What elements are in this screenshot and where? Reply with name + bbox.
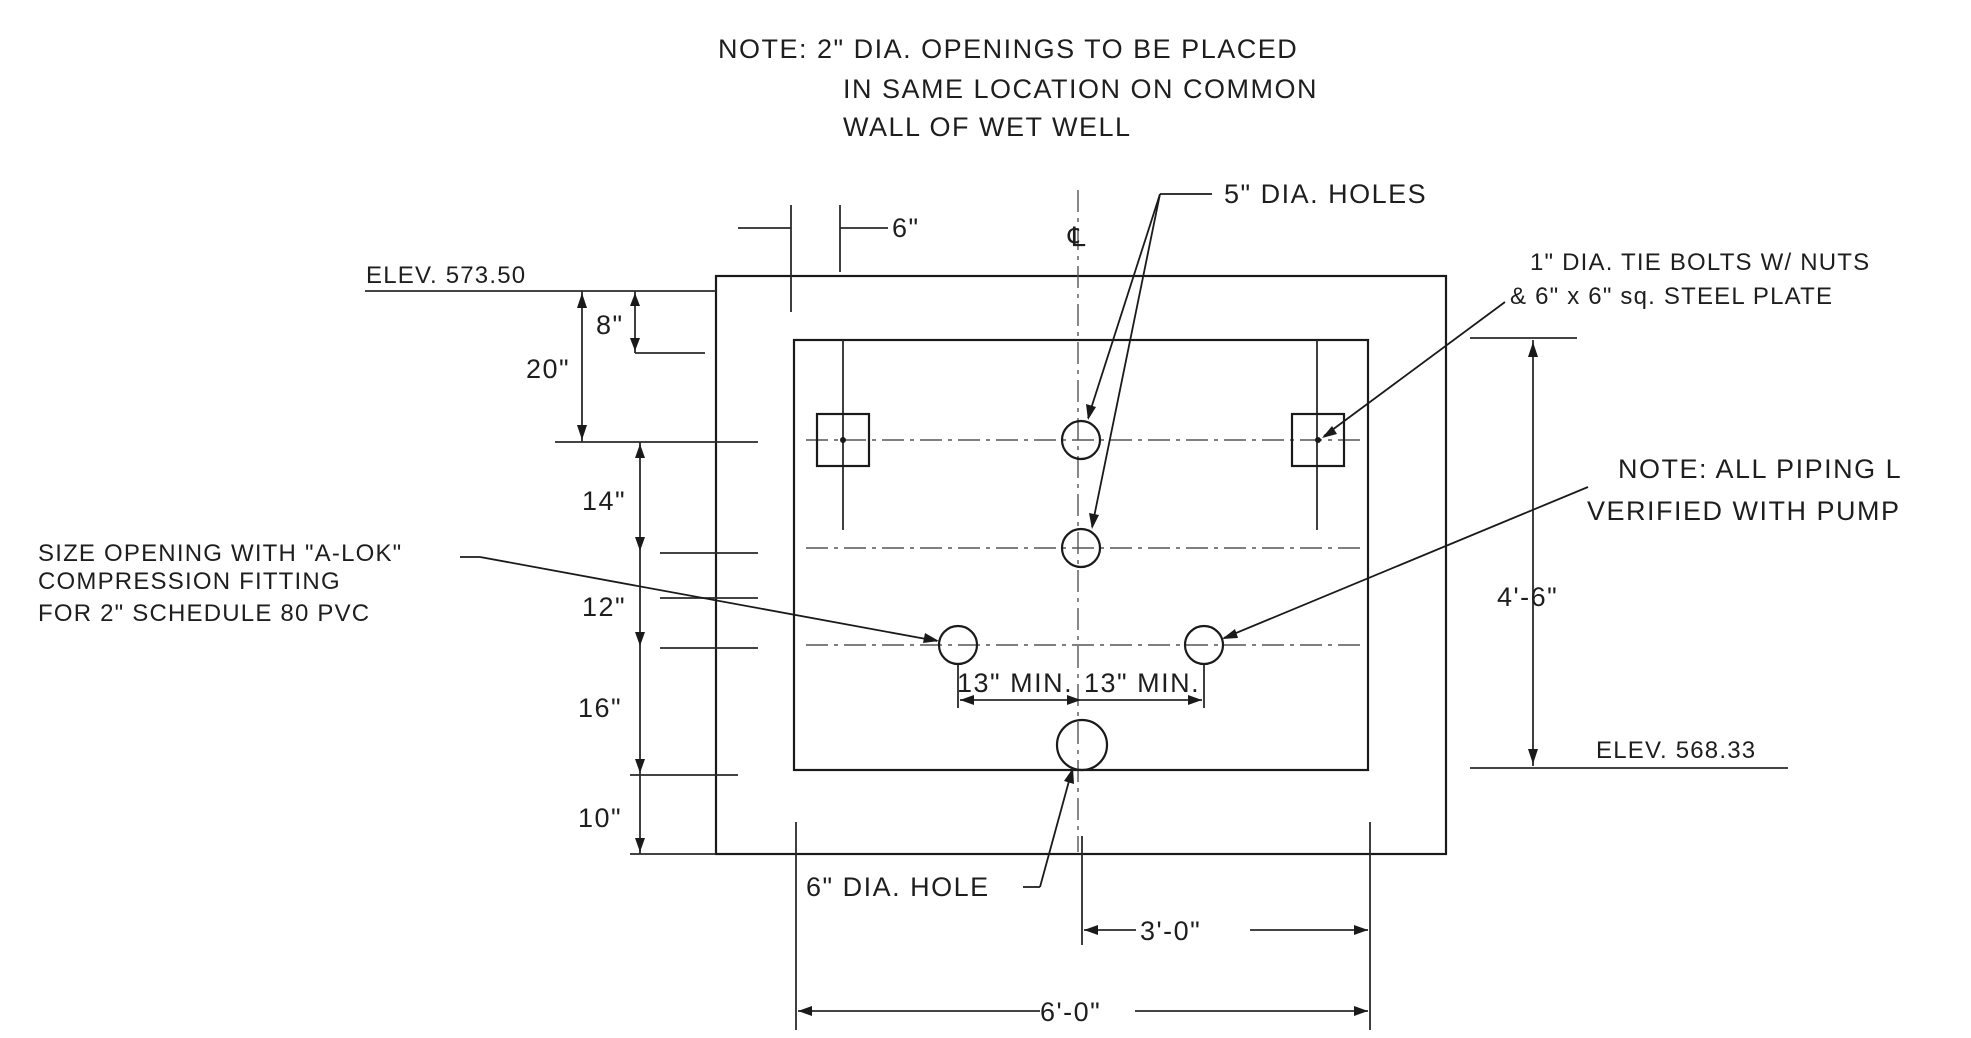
upper-5in-hole bbox=[1060, 419, 1102, 461]
top-elevation-marker: ELEV. 573.50 bbox=[365, 262, 716, 292]
inner-opening-outline bbox=[792, 338, 1370, 772]
holes-5in-callout: 5" DIA. HOLES bbox=[1086, 179, 1427, 529]
bottom-6in-hole bbox=[1055, 718, 1109, 772]
bottom-elevation-label: ELEV. 568.33 bbox=[1596, 737, 1756, 764]
size-opening-callout: SIZE OPENING WITH "A-LOK" COMPRESSION FI… bbox=[38, 540, 939, 643]
dim-12in-label: 12" bbox=[582, 592, 626, 622]
left-tie-bolt bbox=[840, 437, 846, 443]
wall-thickness-label: 6" bbox=[892, 213, 920, 243]
top-note: NOTE: 2" DIA. OPENINGS TO BE PLACED IN S… bbox=[718, 34, 1318, 142]
min-spacing-dimension: 13" MIN. 13" MIN. bbox=[957, 665, 1205, 708]
size-opening-line-2: COMPRESSION FITTING bbox=[38, 568, 341, 595]
top-elevation-label: ELEV. 573.50 bbox=[366, 262, 526, 289]
size-opening-line-1: SIZE OPENING WITH "A-LOK" bbox=[38, 540, 402, 567]
min-right-label: 13" MIN. bbox=[1084, 668, 1200, 698]
dim-20in-label: 20" bbox=[526, 354, 570, 384]
right-height-dimension: 4'-6" ELEV. 568.33 bbox=[1470, 337, 1788, 769]
piping-note: NOTE: ALL PIPING L VERIFIED WITH PUMP bbox=[1222, 454, 1902, 639]
right-2in-opening bbox=[1183, 624, 1225, 666]
top-note-line-1: NOTE: 2" DIA. OPENINGS TO BE PLACED bbox=[718, 34, 1298, 64]
top-note-line-3: WALL OF WET WELL bbox=[843, 112, 1132, 142]
height-dimension-label: 4'-6" bbox=[1497, 582, 1558, 612]
half-width-label: 3'-0" bbox=[1140, 916, 1201, 946]
left-2in-opening bbox=[937, 624, 979, 666]
top-note-line-2: IN SAME LOCATION ON COMMON bbox=[843, 74, 1318, 104]
dim-10in-label: 10" bbox=[578, 803, 622, 833]
left-steel-plate bbox=[815, 412, 871, 468]
wall-thickness-dimension: 6" bbox=[738, 205, 920, 312]
size-opening-line-3: FOR 2" SCHEDULE 80 PVC bbox=[38, 600, 370, 627]
dim-16in-label: 16" bbox=[578, 693, 622, 723]
holes-5in-label: 5" DIA. HOLES bbox=[1224, 179, 1427, 209]
bottom-dimensions: 3'-0" 6'-0" bbox=[795, 822, 1371, 1030]
tie-bolts-line-1: 1" DIA. TIE BOLTS W/ NUTS bbox=[1530, 249, 1870, 276]
piping-note-line-2: VERIFIED WITH PUMP bbox=[1587, 496, 1901, 526]
min-left-label: 13" MIN. bbox=[957, 668, 1073, 698]
dim-8in-label: 8" bbox=[596, 310, 624, 340]
tie-bolts-line-2: & 6" x 6" sq. STEEL PLATE bbox=[1510, 283, 1833, 310]
outer-wall-outline bbox=[714, 274, 1448, 856]
hole-6in-label: 6" DIA. HOLE bbox=[806, 872, 990, 902]
middle-5in-hole bbox=[1060, 527, 1102, 569]
right-tie-bolt bbox=[1315, 437, 1321, 443]
tie-bolts-callout: 1" DIA. TIE BOLTS W/ NUTS & 6" x 6" sq. … bbox=[1322, 249, 1870, 438]
dim-14in-label: 14" bbox=[582, 486, 626, 516]
hole-6in-callout: 6" DIA. HOLE bbox=[806, 768, 1074, 902]
left-dimension-chain: 8" 20" 14" 12" 16" 10" bbox=[526, 291, 758, 855]
piping-note-line-1: NOTE: ALL PIPING L bbox=[1618, 454, 1902, 484]
right-steel-plate bbox=[1290, 412, 1346, 468]
width-label: 6'-0" bbox=[1040, 997, 1101, 1027]
centerline-symbol: ℄ bbox=[1067, 222, 1087, 252]
